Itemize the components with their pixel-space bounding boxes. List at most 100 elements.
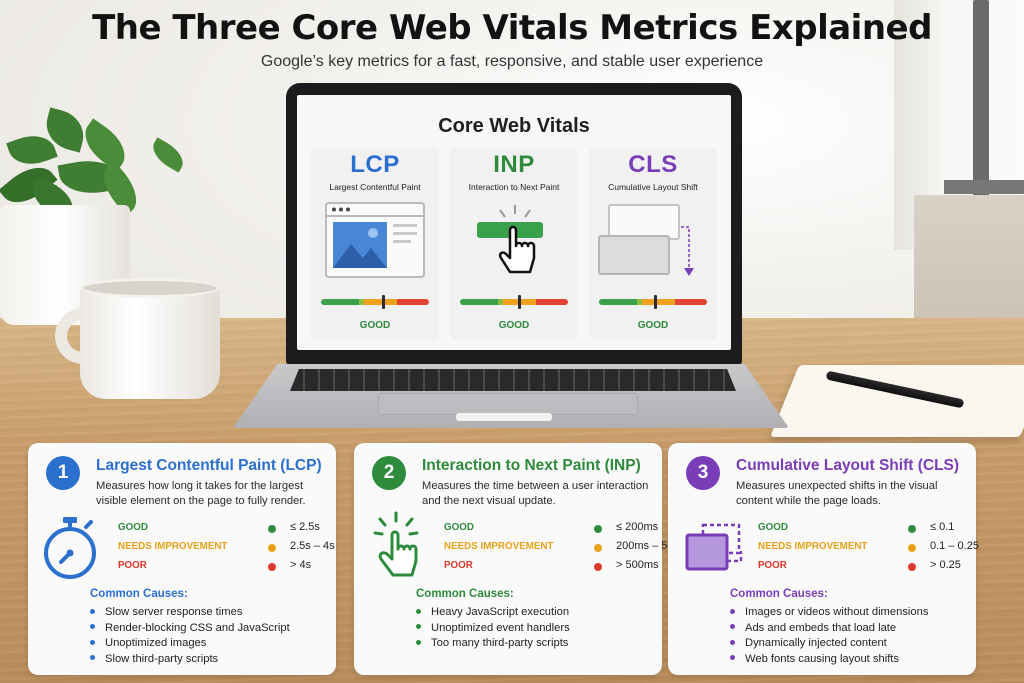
causes-list: Heavy JavaScript execution Unoptimized e… [416, 605, 570, 652]
list-item: Heavy JavaScript execution [416, 605, 570, 621]
threshold-label: POOR [758, 560, 787, 571]
threshold-row-good: GOOD ≤ 2.5s [118, 520, 328, 536]
meter-marker [517, 295, 521, 309]
causes-heading: Common Causes: [416, 588, 514, 600]
list-item: Render-blocking CSS and JavaScript [90, 621, 290, 637]
stopwatch-icon [44, 517, 96, 579]
list-item: Slow server response times [90, 605, 290, 621]
threshold-value: ≤ 200ms [616, 521, 659, 533]
card-description: Measures how long it takes for the large… [96, 480, 306, 507]
status-dot [268, 563, 276, 571]
status-dot [908, 563, 916, 571]
threshold-label: GOOD [758, 522, 788, 533]
info-card-cls: 3 Cumulative Layout Shift (CLS) Measures… [668, 443, 979, 675]
threshold-label: NEEDS IMPROVEMENT [758, 541, 868, 552]
list-item: Unoptimized images [90, 636, 290, 652]
threshold-row-good: GOOD ≤ 200ms [444, 520, 658, 536]
page-title: The Three Core Web Vitals Metrics Explai… [92, 8, 932, 48]
threshold-value: 2.5s – 4s [290, 540, 335, 552]
laptop-hinge [456, 413, 552, 421]
threshold-label: POOR [118, 560, 147, 571]
vital-full-name: Interaction to Next Paint [468, 182, 560, 192]
vital-status: GOOD [637, 320, 669, 331]
vital-card-cls: CLS Cumulative Layout Shift GOOD [589, 147, 717, 340]
status-dot [268, 525, 276, 533]
info-card-lcp: 1 Largest Contentful Paint (LCP) Measure… [28, 443, 336, 675]
notebook [770, 365, 1024, 437]
threshold-value: ≤ 0.1 [930, 521, 955, 533]
browser-image-icon [325, 202, 425, 278]
vital-abbr: LCP [350, 151, 400, 178]
threshold-label: NEEDS IMPROVEMENT [118, 541, 228, 552]
tap-hand-icon [373, 511, 419, 577]
meter-marker [653, 295, 657, 309]
vital-card-lcp: LCP Largest Contentful Paint GOOD [311, 147, 439, 340]
card-title: Interaction to Next Paint (INP) [422, 457, 641, 474]
list-item: Web fonts causing layout shifts [730, 652, 928, 668]
layout-shift-icon [685, 523, 743, 571]
threshold-label: GOOD [444, 522, 474, 533]
list-item: Unoptimized event handlers [416, 621, 570, 637]
vital-abbr: CLS [628, 151, 678, 178]
score-meter [599, 299, 707, 305]
tap-button-icon [477, 205, 543, 274]
score-meter [460, 299, 568, 305]
status-dot [594, 544, 602, 552]
list-item: Images or videos without dimensions [730, 605, 928, 621]
status-dot [908, 525, 916, 533]
score-meter [321, 299, 429, 305]
vital-full-name: Largest Contentful Paint [329, 182, 421, 192]
list-item: Dynamically injected content [730, 636, 928, 652]
vital-full-name: Cumulative Layout Shift [608, 182, 698, 192]
step-number-badge: 2 [372, 456, 406, 490]
threshold-value: > 500ms [616, 559, 659, 571]
meter-marker [382, 295, 386, 309]
side-shelf [914, 195, 1024, 325]
causes-list: Images or videos without dimensions Ads … [730, 605, 928, 667]
mug-rim [80, 278, 220, 298]
threshold-label: POOR [444, 560, 473, 571]
causes-list: Slow server response times Render-blocki… [90, 605, 290, 667]
vital-abbr: INP [493, 151, 535, 178]
threshold-row-poor: POOR > 0.25 [758, 558, 968, 574]
card-description: Measures unexpected shifts in the visual… [736, 480, 938, 507]
list-item: Ads and embeds that load late [730, 621, 928, 637]
causes-heading: Common Causes: [90, 588, 188, 600]
laptop-keyboard [290, 369, 736, 391]
page-subtitle: Google’s key metrics for a fast, respons… [260, 53, 764, 70]
info-card-inp: 2 Interaction to Next Paint (INP) Measur… [354, 443, 694, 675]
card-title: Cumulative Layout Shift (CLS) [736, 457, 960, 474]
vital-status: GOOD [498, 320, 530, 331]
status-dot [908, 544, 916, 552]
card-description: Measures the time between a user interac… [422, 480, 649, 507]
threshold-value: > 0.25 [930, 559, 961, 571]
window-frame [973, 0, 989, 200]
vital-status: GOOD [359, 320, 391, 331]
causes-heading: Common Causes: [730, 588, 828, 600]
status-dot [268, 544, 276, 552]
threshold-row-needs-improvement: NEEDS IMPROVEMENT 200ms – 500ms [444, 539, 694, 555]
status-dot [594, 563, 602, 571]
card-title: Largest Contentful Paint (LCP) [96, 457, 322, 474]
shifting-layout-icon [598, 204, 694, 276]
threshold-row-needs-improvement: NEEDS IMPROVEMENT 0.1 – 0.25 [758, 539, 979, 555]
coffee-mug [80, 283, 220, 399]
threshold-row-good: GOOD ≤ 0.1 [758, 520, 968, 536]
threshold-row-poor: POOR > 500ms [444, 558, 659, 574]
step-number-badge: 1 [46, 456, 80, 490]
laptop-trackpad [378, 393, 638, 415]
step-number-badge: 3 [686, 456, 720, 490]
threshold-row-poor: POOR > 4s [118, 558, 328, 574]
screen-title: Core Web Vitals [438, 115, 590, 137]
threshold-label: GOOD [118, 522, 148, 533]
status-dot [594, 525, 602, 533]
threshold-value: 0.1 – 0.25 [930, 540, 979, 552]
threshold-value: ≤ 2.5s [290, 521, 320, 533]
vital-card-inp: INP Interaction to Next Paint GOOD [450, 147, 578, 340]
threshold-value: > 4s [290, 559, 312, 571]
threshold-label: NEEDS IMPROVEMENT [444, 541, 554, 552]
list-item: Slow third-party scripts [90, 652, 290, 668]
list-item: Too many third-party scripts [416, 636, 570, 652]
threshold-row-needs-improvement: NEEDS IMPROVEMENT 2.5s – 4s [118, 539, 335, 555]
window-sill [944, 180, 1024, 194]
